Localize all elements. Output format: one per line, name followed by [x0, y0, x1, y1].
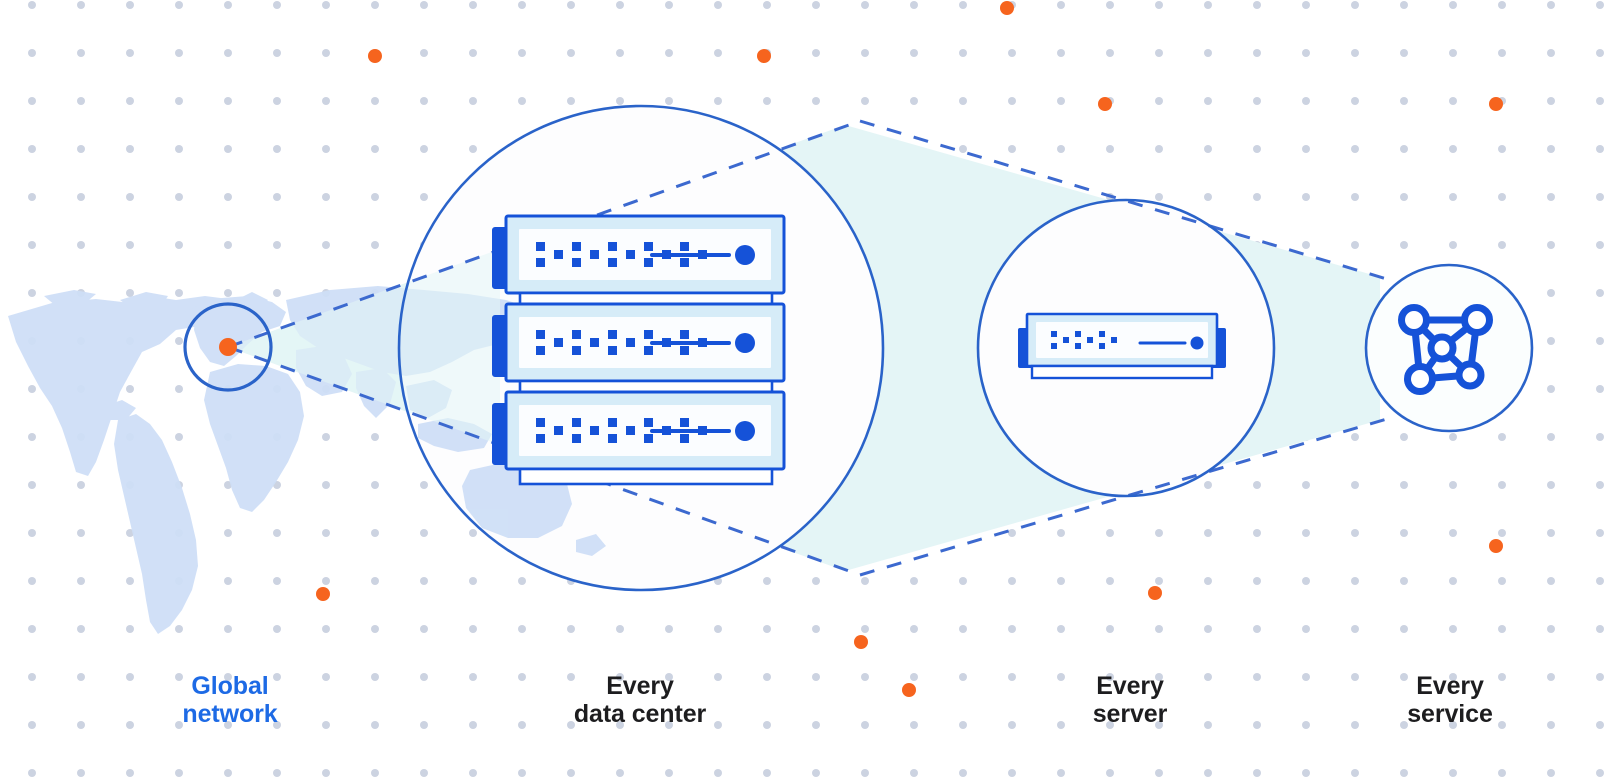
graph-node — [1427, 333, 1457, 363]
graph-node — [1398, 304, 1430, 336]
server-faceplate — [519, 317, 771, 368]
datacenter-circle — [397, 104, 885, 592]
rack-base — [518, 467, 774, 486]
server-faceplate — [519, 405, 771, 456]
stage-label-service: Every service — [1407, 672, 1493, 728]
server-unit — [492, 302, 786, 383]
stage-label-global-network: Global network — [182, 672, 278, 728]
server-vent-dots — [1051, 331, 1117, 349]
highlight-dot — [757, 49, 771, 63]
server-rack-icon — [492, 214, 786, 486]
server-unit — [492, 390, 786, 471]
highlight-dot — [368, 49, 382, 63]
highlight-dot-group — [316, 1, 1503, 697]
server-led — [735, 333, 755, 353]
graph-node — [1404, 363, 1436, 395]
network-graph-nodes — [1398, 304, 1493, 395]
server-led — [1190, 336, 1204, 350]
highlight-dot — [1489, 539, 1503, 553]
dashed-line-bottom-right — [859, 416, 1391, 577]
service-circle — [1364, 263, 1534, 433]
dashed-guide-group — [227, 119, 1391, 577]
location-dot-marker — [219, 338, 237, 356]
server-faceplate — [519, 229, 771, 280]
server-faceplate — [1036, 322, 1208, 358]
highlight-dot — [854, 635, 868, 649]
highlight-dot — [1148, 586, 1162, 600]
server-base — [1030, 364, 1214, 380]
server-led — [735, 421, 755, 441]
graph-node — [1461, 304, 1493, 336]
highlight-dot — [1098, 97, 1112, 111]
dashed-line-top-right — [859, 119, 1391, 282]
funnel-overlay-left — [228, 249, 500, 445]
map-circle — [183, 302, 273, 392]
server-led — [735, 245, 755, 265]
stage-label-server: Every server — [1092, 672, 1168, 728]
highlight-dot — [1489, 97, 1503, 111]
server-unit — [492, 214, 786, 295]
graph-node — [1455, 360, 1485, 390]
highlight-dot — [902, 683, 916, 697]
single-server-icon — [1018, 312, 1226, 380]
highlight-dot — [316, 587, 330, 601]
highlight-dot — [1000, 1, 1014, 15]
circle-outline-group — [183, 104, 1534, 592]
stage-label-data-center: Every data center — [573, 672, 707, 728]
server-circle — [976, 198, 1276, 498]
